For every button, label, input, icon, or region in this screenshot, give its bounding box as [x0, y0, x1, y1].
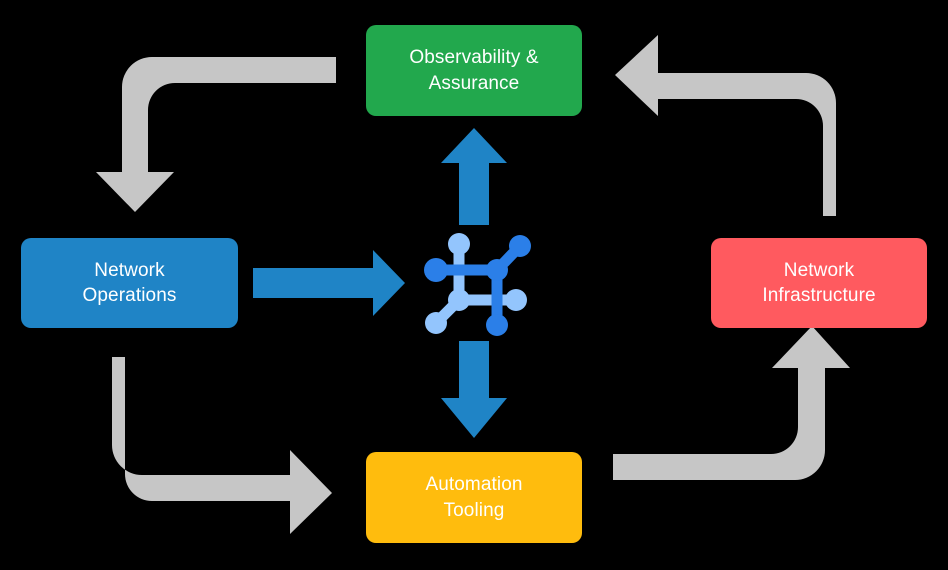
node-box-network-infrastructure[interactable]: Network Infrastructure — [711, 238, 927, 328]
gray-arrow-operations-to-automation — [112, 357, 332, 534]
topology-dark-nodes — [424, 235, 531, 336]
gray-arrow-observability-to-operations — [96, 57, 336, 212]
node-box-network-operations[interactable]: Network Operations — [21, 238, 238, 328]
blue-arrow-center-to-observability — [441, 128, 507, 225]
network-topology-icon-group — [424, 233, 531, 336]
blue-arrow-center-to-automation — [441, 341, 507, 438]
gray-arrow-automation-to-infrastructure — [613, 326, 850, 480]
node-box-automation-tooling[interactable]: Automation Tooling — [366, 452, 582, 543]
topology-light-nodes — [425, 233, 527, 334]
gray-arrow-infrastructure-to-observability — [615, 35, 836, 216]
node-box-observability[interactable]: Observability & Assurance — [366, 25, 582, 116]
blue-arrow-operations-to-center — [253, 250, 405, 316]
